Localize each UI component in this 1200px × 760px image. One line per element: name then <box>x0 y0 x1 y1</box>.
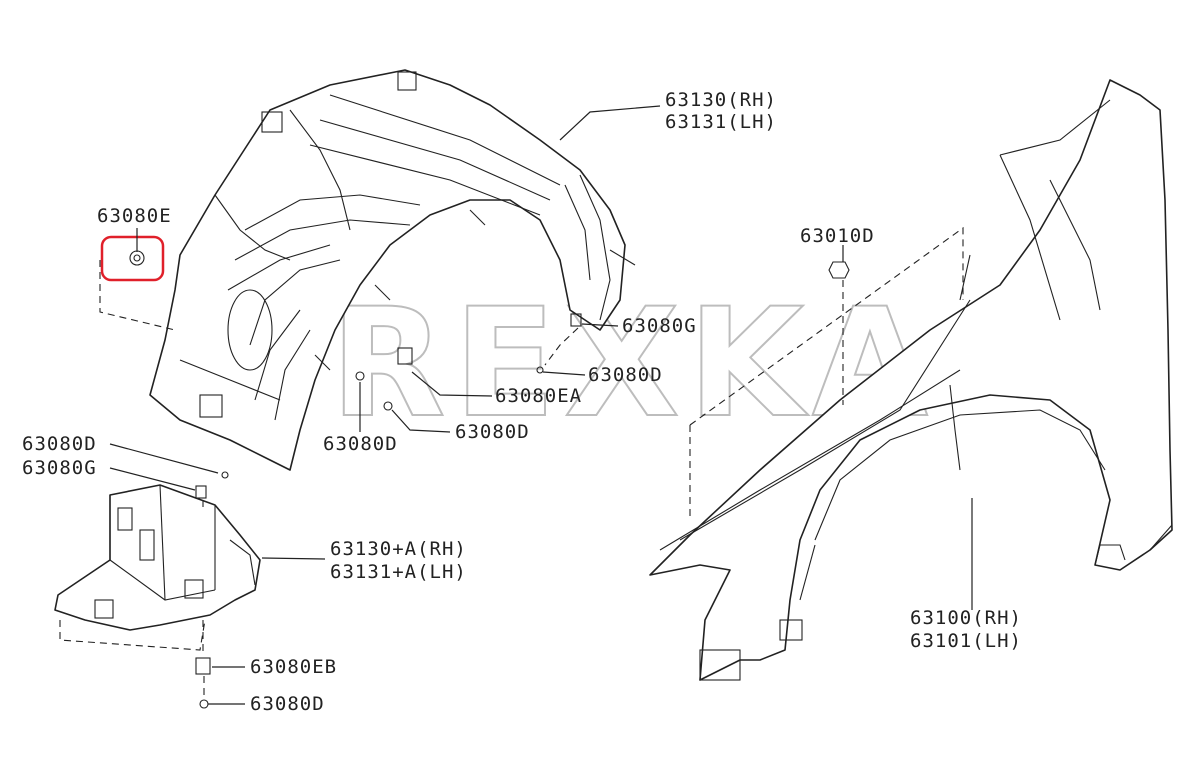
label-63080d-left: 63080D <box>22 433 97 455</box>
label-63101-lh: 63101(LH) <box>910 630 1022 652</box>
fender-part <box>649 79 1173 681</box>
highlight-box <box>100 235 165 282</box>
label-63080g-upper: 63080G <box>622 315 697 337</box>
clip-63080g-left-icon <box>195 485 207 499</box>
leader-lines <box>99 105 973 705</box>
label-63080e: 63080E <box>97 205 172 227</box>
screw-63080d-upper-icon <box>536 366 544 374</box>
screw-63080d-bottom-icon <box>199 699 209 709</box>
lower-protector-part <box>54 484 261 651</box>
label-63080d-center: 63080D <box>323 433 398 455</box>
label-63080d-upper: 63080D <box>588 364 663 386</box>
screw-63080d-left-icon <box>221 471 229 479</box>
screw-63080d-center-icon <box>383 401 393 411</box>
nut-63010d-icon <box>828 261 850 279</box>
label-63080g-left: 63080G <box>22 457 97 479</box>
screw-63080d-mid-icon <box>355 371 365 381</box>
label-63080eb: 63080EB <box>250 656 337 678</box>
label-63080ea: 63080EA <box>495 385 582 407</box>
label-63130-rh: 63130(RH) <box>665 89 777 111</box>
clip-63080e-icon <box>129 250 145 266</box>
label-63131a-lh: 63131+A(LH) <box>330 561 467 583</box>
fender-protector-part <box>149 69 636 471</box>
label-63131-lh: 63131(LH) <box>665 111 777 133</box>
label-63080d-bottom: 63080D <box>250 693 325 715</box>
clip-63080g-upper-icon <box>570 313 582 327</box>
clip-63080ea-icon <box>397 347 413 365</box>
label-63010d: 63010D <box>800 225 875 247</box>
label-63130a-rh: 63130+A(RH) <box>330 538 467 560</box>
label-63100-rh: 63100(RH) <box>910 607 1022 629</box>
clip-63080eb-icon <box>195 657 211 675</box>
label-63080d-mid: 63080D <box>455 421 530 443</box>
